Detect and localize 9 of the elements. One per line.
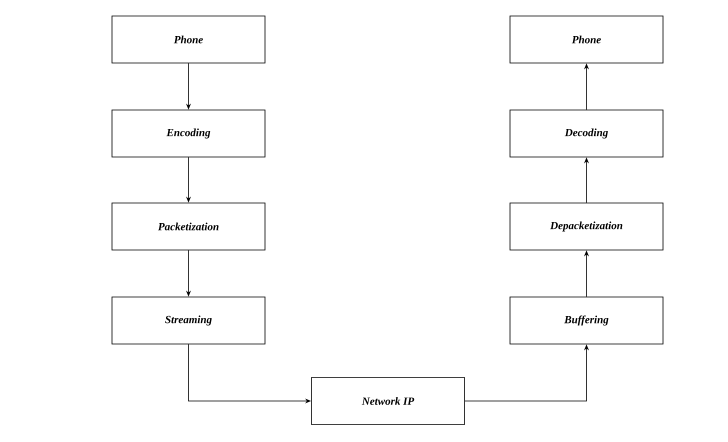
process-box: Network IP <box>311 377 465 425</box>
process-box: Encoding <box>112 110 266 158</box>
process-box: Depacketization <box>510 202 664 250</box>
process-box: Phone <box>112 16 266 64</box>
process-box: Buffering <box>510 296 664 344</box>
process-box: Streaming <box>112 296 266 344</box>
process-box: Packetization <box>112 202 266 250</box>
process-box: Decoding <box>510 110 664 158</box>
process-box: Phone <box>510 16 664 64</box>
